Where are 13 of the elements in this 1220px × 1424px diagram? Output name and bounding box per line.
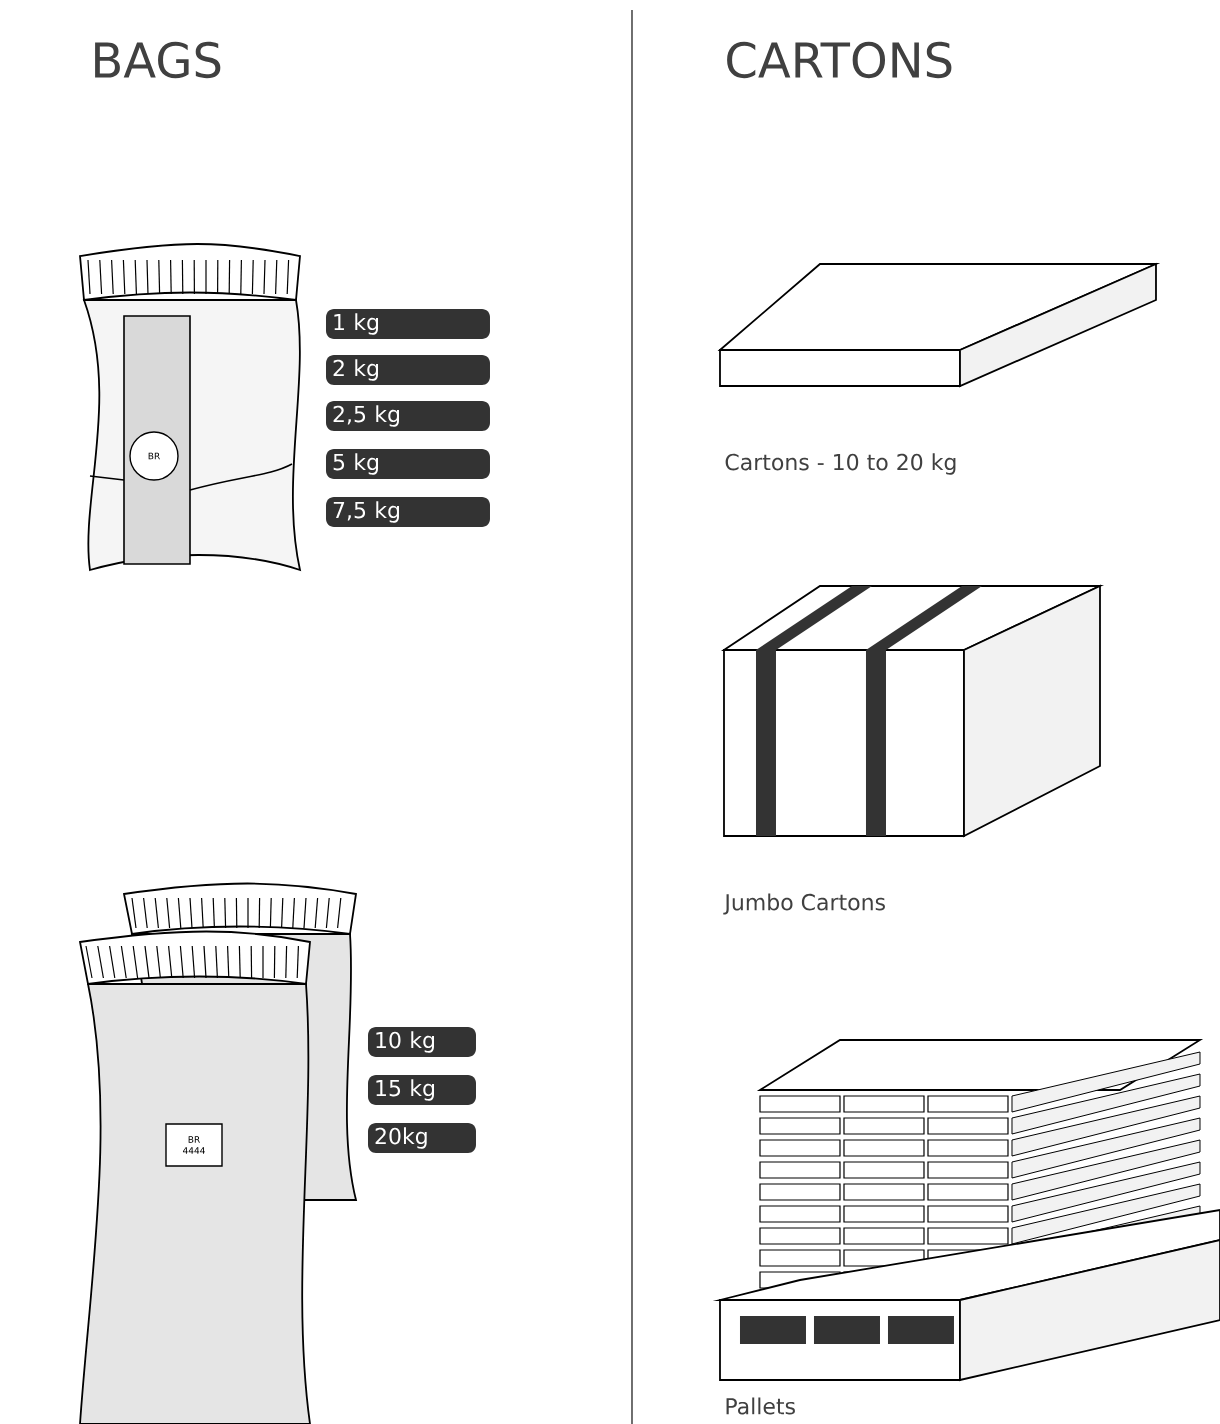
weight-badge: 1 kg — [326, 309, 490, 339]
weight-badge: 2,5 kg — [326, 401, 490, 431]
weight-badge: 2 kg — [326, 355, 490, 385]
heading: CARTONS — [727, 41, 952, 79]
weight-badge: 5 kg — [326, 449, 490, 479]
caption: Pallets — [726, 1397, 795, 1415]
caption: Jumbo Cartons — [723, 893, 885, 915]
weight-badge: 7,5 kg — [326, 497, 490, 527]
weight-badge: 15 kg — [368, 1075, 476, 1105]
weight-badge: 20kg — [368, 1123, 476, 1153]
weight-badge: 10 kg — [368, 1027, 476, 1057]
heading: BAGS — [95, 41, 221, 79]
caption: Cartons - 10 to 20 kg — [725, 453, 956, 475]
